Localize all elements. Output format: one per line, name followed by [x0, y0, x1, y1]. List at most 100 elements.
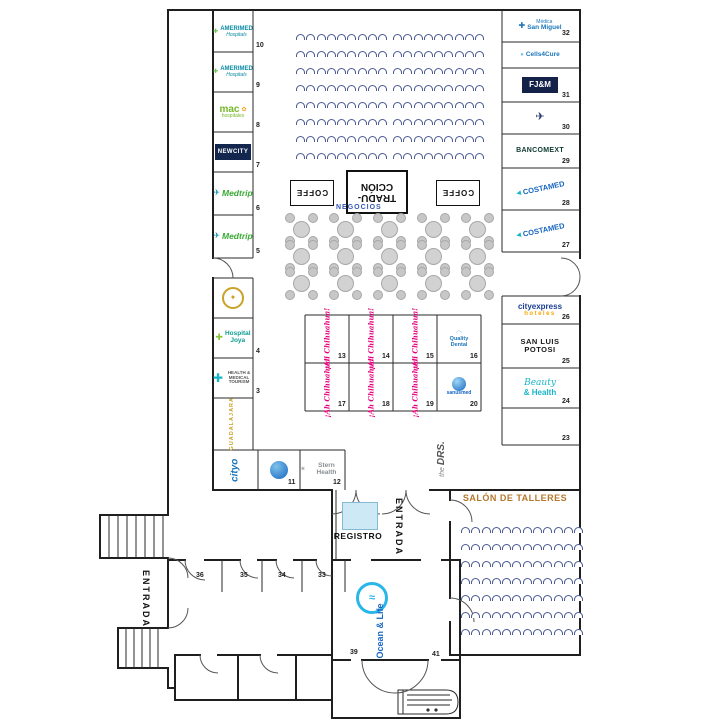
negocios-table	[329, 267, 362, 300]
seat	[543, 561, 553, 567]
chair-icon	[484, 213, 494, 223]
seat	[471, 578, 481, 584]
cross-icon: ✚	[213, 68, 219, 75]
seat	[454, 51, 464, 57]
booth-gdl: GUADALAJARA	[229, 397, 236, 451]
chair-icon	[285, 213, 295, 223]
flower-icon: ✿	[241, 106, 247, 113]
table-icon	[425, 221, 442, 238]
table-icon	[469, 275, 486, 292]
booth-24: Beauty& Health	[523, 378, 557, 397]
seat	[393, 153, 402, 159]
seat	[491, 544, 501, 550]
seat-row	[393, 153, 486, 159]
seat	[347, 136, 357, 142]
seat	[316, 102, 326, 108]
seat	[306, 153, 316, 159]
seat	[461, 612, 470, 618]
booth-number-10: 10	[256, 42, 264, 49]
seat	[337, 85, 347, 91]
booth-number-19: 19	[426, 401, 434, 408]
chair-icon	[440, 240, 450, 250]
seat	[481, 561, 491, 567]
seat	[522, 595, 532, 601]
chair-icon	[329, 213, 339, 223]
seat	[471, 527, 481, 533]
negocios-table	[373, 267, 406, 300]
seat	[563, 595, 573, 601]
seat	[471, 544, 481, 550]
seat	[543, 595, 553, 601]
chair-icon	[396, 267, 406, 277]
gold-emblem-icon: ✦	[222, 287, 244, 309]
seat	[296, 153, 305, 159]
seat	[461, 578, 470, 584]
booth-number-5: 5	[256, 248, 260, 255]
seat	[378, 119, 388, 125]
seat	[574, 561, 584, 567]
chair-icon	[440, 290, 450, 300]
seat	[574, 595, 584, 601]
negocios-table	[417, 267, 450, 300]
seat	[378, 102, 388, 108]
seat	[413, 68, 423, 74]
seat	[393, 102, 402, 108]
seat	[434, 68, 444, 74]
seat	[512, 561, 522, 567]
seat	[502, 612, 512, 618]
seat	[533, 578, 543, 584]
seat	[368, 102, 378, 108]
seat	[337, 136, 347, 142]
booth-11	[258, 451, 300, 489]
seat	[306, 102, 316, 108]
seat	[465, 68, 475, 74]
seat	[522, 561, 532, 567]
seat	[337, 119, 347, 125]
seat	[543, 629, 553, 635]
star-icon: ✶	[300, 466, 306, 474]
seat	[454, 102, 464, 108]
seat	[423, 102, 433, 108]
chair-icon	[417, 267, 427, 277]
chair-icon	[396, 290, 406, 300]
seat-row	[461, 527, 585, 533]
seat	[471, 595, 481, 601]
chair-icon	[417, 290, 427, 300]
registration-desk	[342, 502, 378, 530]
seat	[481, 544, 491, 550]
seat	[434, 119, 444, 125]
chair-icon	[285, 267, 295, 277]
chair-icon	[329, 267, 339, 277]
seat	[522, 578, 532, 584]
coffee-station-left: COFFE	[290, 180, 334, 206]
seat	[337, 68, 347, 74]
seat	[316, 34, 326, 40]
seat	[306, 136, 316, 142]
seat	[533, 527, 543, 533]
seat	[444, 102, 454, 108]
seat	[357, 153, 367, 159]
booth-number-6: 6	[256, 205, 260, 212]
seat	[553, 612, 563, 618]
seat	[553, 629, 563, 635]
seat	[512, 612, 522, 618]
seat	[444, 34, 454, 40]
booth-number-4: 4	[256, 348, 260, 355]
chair-icon	[308, 240, 318, 250]
seat	[368, 119, 378, 125]
chair-icon	[373, 213, 383, 223]
seat	[368, 136, 378, 142]
seat-row	[393, 85, 486, 91]
seat	[326, 136, 336, 142]
seat	[563, 578, 573, 584]
cross-icon: ✚	[518, 20, 526, 30]
seat	[502, 561, 512, 567]
seat	[378, 136, 388, 142]
seat	[475, 153, 485, 159]
globe-icon	[270, 461, 288, 479]
seat-row	[296, 153, 389, 159]
the-drs-main: DRS.	[436, 441, 447, 466]
chair-icon	[417, 213, 427, 223]
